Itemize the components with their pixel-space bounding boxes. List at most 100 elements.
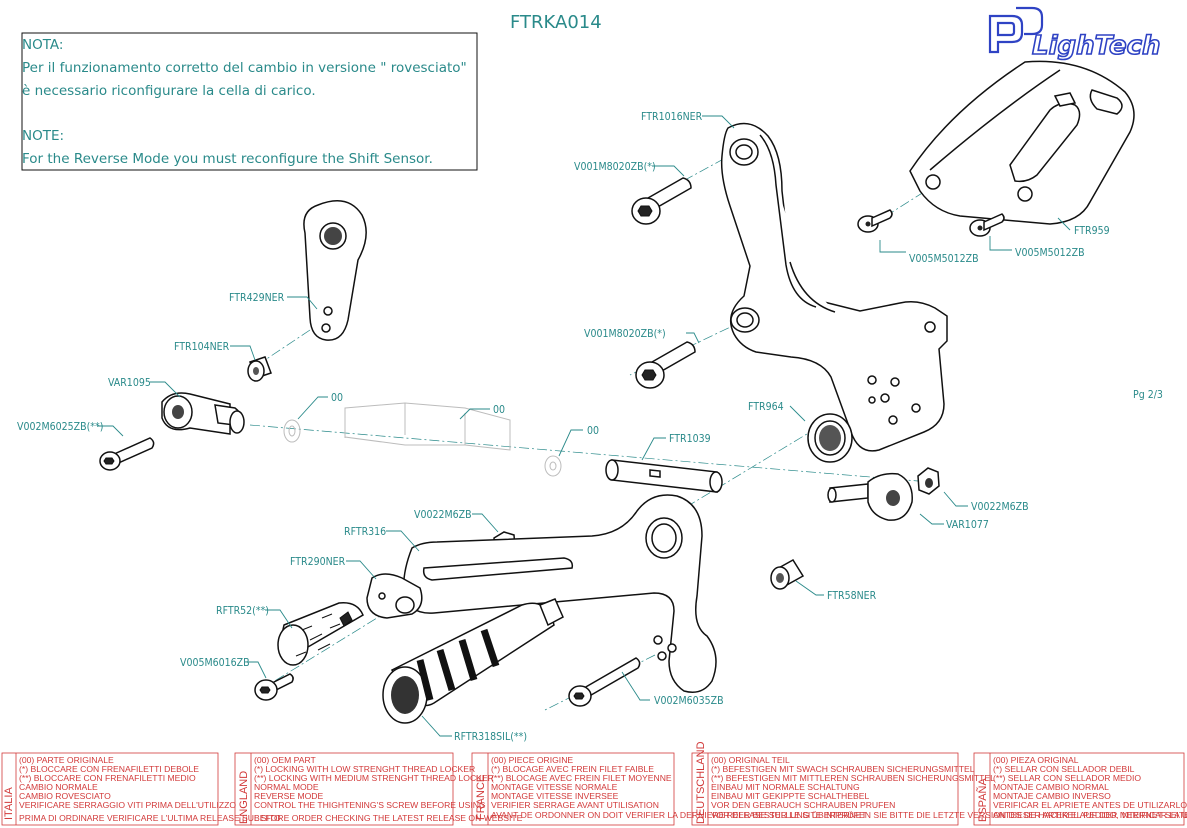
legend-line: (**) BLOCAGE AVEC FREIN FILET MOYENNE <box>491 773 672 783</box>
label-v0022m6zb-left: V0022M6ZB <box>414 509 472 521</box>
leader-lines <box>97 115 1071 737</box>
legend-line: MONTAJE CAMBIO NORMAL <box>993 782 1109 792</box>
bracket-ftr1016ner <box>720 122 948 452</box>
note-heading-en: NOTE: <box>22 128 64 144</box>
legend-country-england: ENGLAND <box>238 771 250 824</box>
note-heading-it: NOTA: <box>22 37 63 53</box>
part-labels: FTR1016NER V001M8020ZB(*) V005M5012ZB V0… <box>17 111 1110 743</box>
legend-line: EINBAU MIT GEKIPPTE SCHALTHEBEL <box>711 791 869 801</box>
legend-line: (**) LOCKING WITH MEDIUM STRENGHT THREAD… <box>254 773 494 783</box>
lever-rftr316 <box>402 494 717 693</box>
label-rftr52: RFTR52(**) <box>216 605 269 617</box>
page-number: Pg 2/3 <box>1133 389 1163 401</box>
legend-line: CAMBIO ROVESCIATO <box>19 791 111 801</box>
legend-line: (00) PARTE ORIGINALE <box>19 755 114 765</box>
label-ftr1016ner: FTR1016NER <box>641 111 703 123</box>
legend-line: (00) PIEZA ORIGINAL <box>993 755 1079 765</box>
spacer-ftr104ner <box>247 356 272 382</box>
legend-line: CAMBIO NORMALE <box>19 782 98 792</box>
heel-guard-ftr959 <box>909 60 1135 225</box>
plate-ftr290ner <box>366 573 423 619</box>
nut-v0022m6zb-right <box>917 467 940 495</box>
label-00-a: 00 <box>331 392 343 404</box>
legend-england: ENGLAND (00) OEM PART (*) LOCKING WITH L… <box>234 752 523 826</box>
legend-footer: PRIMA DI ORDINARE VERIFICARE L'ULTIMA RE… <box>19 813 281 823</box>
label-ftr58ner: FTR58NER <box>827 590 877 602</box>
legend-line: VERIFICAR EL APRIETE ANTES DE UTILIZARLO <box>993 800 1187 810</box>
lightech-logo: LighTech <box>988 6 1161 62</box>
legend-footer: AVANT DE ORDONNER ON DOIT VERIFIER LA DE… <box>491 810 867 820</box>
legend-line: REVERSE MODE <box>254 791 324 801</box>
label-v005m5012zb-b: V005M5012ZB <box>1015 247 1085 259</box>
legend-line: CONTROL THE THIGHTENING'S SCREW BEFORE U… <box>254 800 486 810</box>
label-v0022m6zb-right: V0022M6ZB <box>971 501 1029 513</box>
legend-line: (*) BLOCAGE AVEC FREIN FILET FAIBLE <box>491 764 654 774</box>
label-v001m8020zb-mid: V001M8020ZB(*) <box>584 328 666 340</box>
note-line-it-1: Per il funzionamento corretto del cambio… <box>22 60 467 76</box>
label-v002m6035zb: V002M6035ZB <box>654 695 724 707</box>
legend-line: (00) PIECE ORIGINE <box>491 755 573 765</box>
screw-v005m5012zb-b <box>969 213 1005 237</box>
legend-line: VERIFICARE SERRAGGIO VITI PRIMA DELL'UTI… <box>19 800 236 810</box>
label-00-c: 00 <box>587 425 599 437</box>
legend-country-deutschland: DEUTSCHLAND <box>695 741 707 824</box>
legend-line: (**) BEFESTIGEN MIT MITTLEREN SCHRAUBEN … <box>711 773 995 783</box>
legend-country-france: FRANCE <box>475 775 487 820</box>
legend-deutschland: DEUTSCHLAND (00) ORIGINAL TEIL (*) BEFES… <box>691 741 1187 826</box>
legend-line: MONTAGE VITESSE NORMALE <box>491 782 618 792</box>
logo-text: LighTech <box>1032 31 1161 61</box>
legend-line: VERIFIER SERRAGE AVANT UTILISATION <box>491 800 659 810</box>
screw-v001m8020zb-mid <box>635 341 696 389</box>
label-v001m8020zb-top: V001M8020ZB(*) <box>574 161 656 173</box>
legend-line: MONTAJE CAMBIO INVERSO <box>993 791 1111 801</box>
label-ftr1039: FTR1039 <box>669 433 711 445</box>
drawing-title: FTRKA014 <box>510 12 602 33</box>
oem-parts-ghost <box>283 402 562 477</box>
rod-end-var1077 <box>827 472 913 521</box>
legend-line: NORMAL MODE <box>254 782 319 792</box>
label-rftr316: RFTR316 <box>344 526 386 538</box>
legend-line: EINBAU MIT NORMALE SCHALTUNG <box>711 782 860 792</box>
label-rftr318sil: RFTR318SIL(**) <box>454 731 527 743</box>
legend-line: VOR DEN GEBRAUCH SCHRAUBEN PRUFEN <box>711 800 895 810</box>
label-ftr964: FTR964 <box>748 401 784 413</box>
screw-v002m6035zb <box>568 657 641 707</box>
link-ftr429ner <box>303 200 367 341</box>
legend-line: (00) OEM PART <box>254 755 317 765</box>
screw-v001m8020zb-top <box>631 177 692 225</box>
legend-line: (*) LOCKING WITH LOW STRENGHT THREAD LOC… <box>254 764 475 774</box>
legend-footer: BEFORE ORDER CHECKING THE LATEST RELEASE… <box>254 813 523 823</box>
pin-ftr1039 <box>605 459 723 493</box>
label-v002m6025zb: V002M6025ZB(**) <box>17 421 103 433</box>
legend-line: (**) BLOCCARE CON FRENAFILETTI MEDIO <box>19 773 196 783</box>
legend-espana: ESPAÑA (00) PIEZA ORIGINAL (*) SELLAR CO… <box>973 752 1187 826</box>
label-var1095: VAR1095 <box>108 377 151 389</box>
screw-v002m6025zb <box>99 437 155 471</box>
label-00-b: 00 <box>493 404 505 416</box>
legend-line: (**) SELLAR CON SELLADOR MEDIO <box>993 773 1141 783</box>
note-box: NOTA: Per il funzionamento corretto del … <box>21 32 478 171</box>
legend-italia: ITALIA (00) PARTE ORIGINALE (*) BLOCCARE… <box>1 752 281 826</box>
footpeg-rftr318sil <box>382 598 564 724</box>
legend-line: (*) SELLAR CON SELLADOR DEBIL <box>993 764 1135 774</box>
bearing-ftr964 <box>807 413 853 463</box>
legend-line: MONTAGE VITESSE INVERSEE <box>491 791 619 801</box>
label-ftr104ner: FTR104NER <box>174 341 230 353</box>
legend-footer: VOR DER BESTELLUNG ÜBERPRÜFEN SIE BITTE … <box>711 810 1187 820</box>
spacer-ftr58ner <box>770 558 805 590</box>
label-ftr429ner: FTR429NER <box>229 292 285 304</box>
screw-v005m6016zb <box>254 673 294 701</box>
legend-line: (*) BLOCCARE CON FRENAFILETTI DEBOLE <box>19 764 199 774</box>
legend-country-espana: ESPAÑA <box>976 778 989 822</box>
legend-line: (00) ORIGINAL TEIL <box>711 755 790 765</box>
note-line-it-2: è necessario riconfigurare la cella di c… <box>22 83 316 99</box>
label-v005m6016zb: V005M6016ZB <box>180 657 250 669</box>
screw-v005m5012zb-a <box>857 209 893 233</box>
rod-end-var1095 <box>161 392 245 435</box>
label-var1077: VAR1077 <box>946 519 989 531</box>
legend-footer: ANTES DE HACER EL PEDIDO, VERIFICAR LA U… <box>993 810 1187 820</box>
label-ftr959: FTR959 <box>1074 225 1110 237</box>
legend-line: (*) BEFESTIGEN MIT SWACH SCHRAUBEN SICHE… <box>711 764 975 774</box>
label-ftr290ner: FTR290NER <box>290 556 346 568</box>
